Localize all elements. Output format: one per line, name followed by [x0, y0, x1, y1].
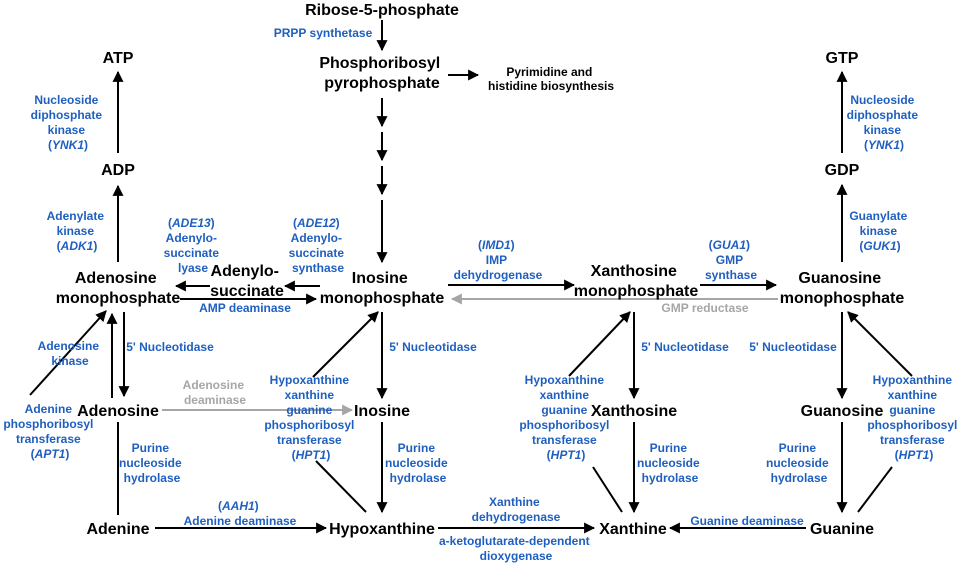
- arrow-xanthine-to-xmp: [568, 311, 631, 377]
- node-gtp: GTP: [826, 50, 859, 67]
- label-guanine-deaminase: Guanine deaminase: [690, 514, 804, 528]
- label-apt1: Adenine phosphoribosyl transferase (APT1…: [3, 402, 96, 461]
- label-hpt1-imp: Hypoxanthine xanthine guanine phosphorib…: [264, 373, 357, 462]
- node-guanosine: Guanosine: [801, 403, 884, 420]
- arrow-guanine-to-gmp: [847, 311, 913, 377]
- link-xanthine-salvage: [592, 466, 623, 513]
- label-adenosine-deaminase: Adenosine deaminase: [183, 378, 248, 407]
- label-adenylate-kinase: Adenylate kinase (ADK1): [47, 209, 108, 253]
- label-pnh-inosine: Purine nucleoside hydrolase: [385, 441, 451, 485]
- arrow-hypoxanthine-to-imp: [312, 311, 379, 378]
- label-guanylate-kinase: Guanylate kinase (GUK1): [849, 209, 910, 253]
- node-hypoxanthine: Hypoxanthine: [329, 521, 435, 538]
- label-akg-dioxygenase: a-ketoglutarate-dependent dioxygenase: [439, 534, 593, 563]
- label-pnh-xanthosine: Purine nucleoside hydrolase: [637, 441, 703, 485]
- label-aah1: (AAH1) Adenine deaminase: [184, 499, 297, 528]
- node-ribose-5-phosphate: Ribose-5-phosphate: [305, 2, 459, 19]
- label-prpp-synthetase: PRPP synthetase: [274, 26, 373, 40]
- node-adenosine: Adenosine: [77, 403, 159, 420]
- node-amp: Adenosine monophosphate: [56, 270, 181, 307]
- label-gua1: (GUA1) GMP synthase: [705, 238, 757, 282]
- label-pnh-adenosine: Purine nucleoside hydrolase: [119, 441, 185, 485]
- edges: [29, 20, 913, 534]
- label-ndk-left: Nucleoside diphosphate kinase (YNK1): [31, 93, 106, 152]
- arrow-adenine-to-amp: [29, 310, 107, 396]
- node-gdp: GDP: [825, 162, 860, 179]
- node-adenylosuccinate: Adenylo- succinate: [210, 263, 284, 300]
- label-hpt1-xmp: Hypoxanthine xanthine guanine phosphorib…: [519, 373, 612, 462]
- node-adenine: Adenine: [86, 521, 149, 538]
- label-5-nucleotidase-gmp: 5' Nucleotidase: [749, 340, 837, 354]
- label-pnh-guanosine: Purine nucleoside hydrolase: [766, 441, 832, 485]
- label-5-nucleotidase-imp: 5' Nucleotidase: [389, 340, 477, 354]
- node-pyrimidine-histidine: Pyrimidine and histidine biosynthesis: [488, 65, 614, 93]
- label-xanthine-dehydrogenase: Xanthine dehydrogenase: [472, 495, 561, 524]
- node-prpp: Phosphoribosyl pyrophosphate: [319, 55, 444, 92]
- node-imp: Inosine monophosphate: [320, 270, 445, 307]
- node-guanine: Guanine: [810, 521, 874, 538]
- node-xanthine: Xanthine: [599, 521, 667, 538]
- link-hypoxanthine-salvage: [315, 460, 367, 513]
- label-ade12: (ADE12) Adenylo- succinate synthase: [289, 216, 348, 275]
- label-5-nucleotidase-amp: 5' Nucleotidase: [126, 340, 214, 354]
- node-atp: ATP: [103, 50, 134, 67]
- node-gmp: Guanosine monophosphate: [780, 270, 905, 307]
- node-inosine: Inosine: [354, 403, 410, 420]
- link-guanine-salvage: [857, 466, 893, 513]
- label-imd1: (IMD1) IMP dehydrogenase: [454, 238, 543, 282]
- node-xanthosine: Xanthosine: [591, 403, 677, 420]
- enzyme-labels: PRPP synthetase Nucleoside diphosphate k…: [3, 26, 960, 563]
- label-gmp-reductase: GMP reductase: [661, 301, 748, 315]
- nodes: Ribose-5-phosphate Phosphoribosyl pyroph…: [56, 2, 905, 538]
- label-hpt1-gmp: Hypoxanthine xanthine guanine phosphorib…: [867, 373, 960, 462]
- label-ndk-right: Nucleoside diphosphate kinase (YNK1): [847, 93, 922, 152]
- node-adp: ADP: [101, 162, 135, 179]
- label-ade13: (ADE13) Adenylo- succinate lyase: [164, 216, 223, 275]
- label-amp-deaminase: AMP deaminase: [199, 301, 291, 315]
- label-adenosine-kinase: Adenosine kinase: [38, 339, 103, 368]
- node-xmp: Xanthosine monophosphate: [574, 263, 699, 300]
- label-5-nucleotidase-xmp: 5' Nucleotidase: [641, 340, 729, 354]
